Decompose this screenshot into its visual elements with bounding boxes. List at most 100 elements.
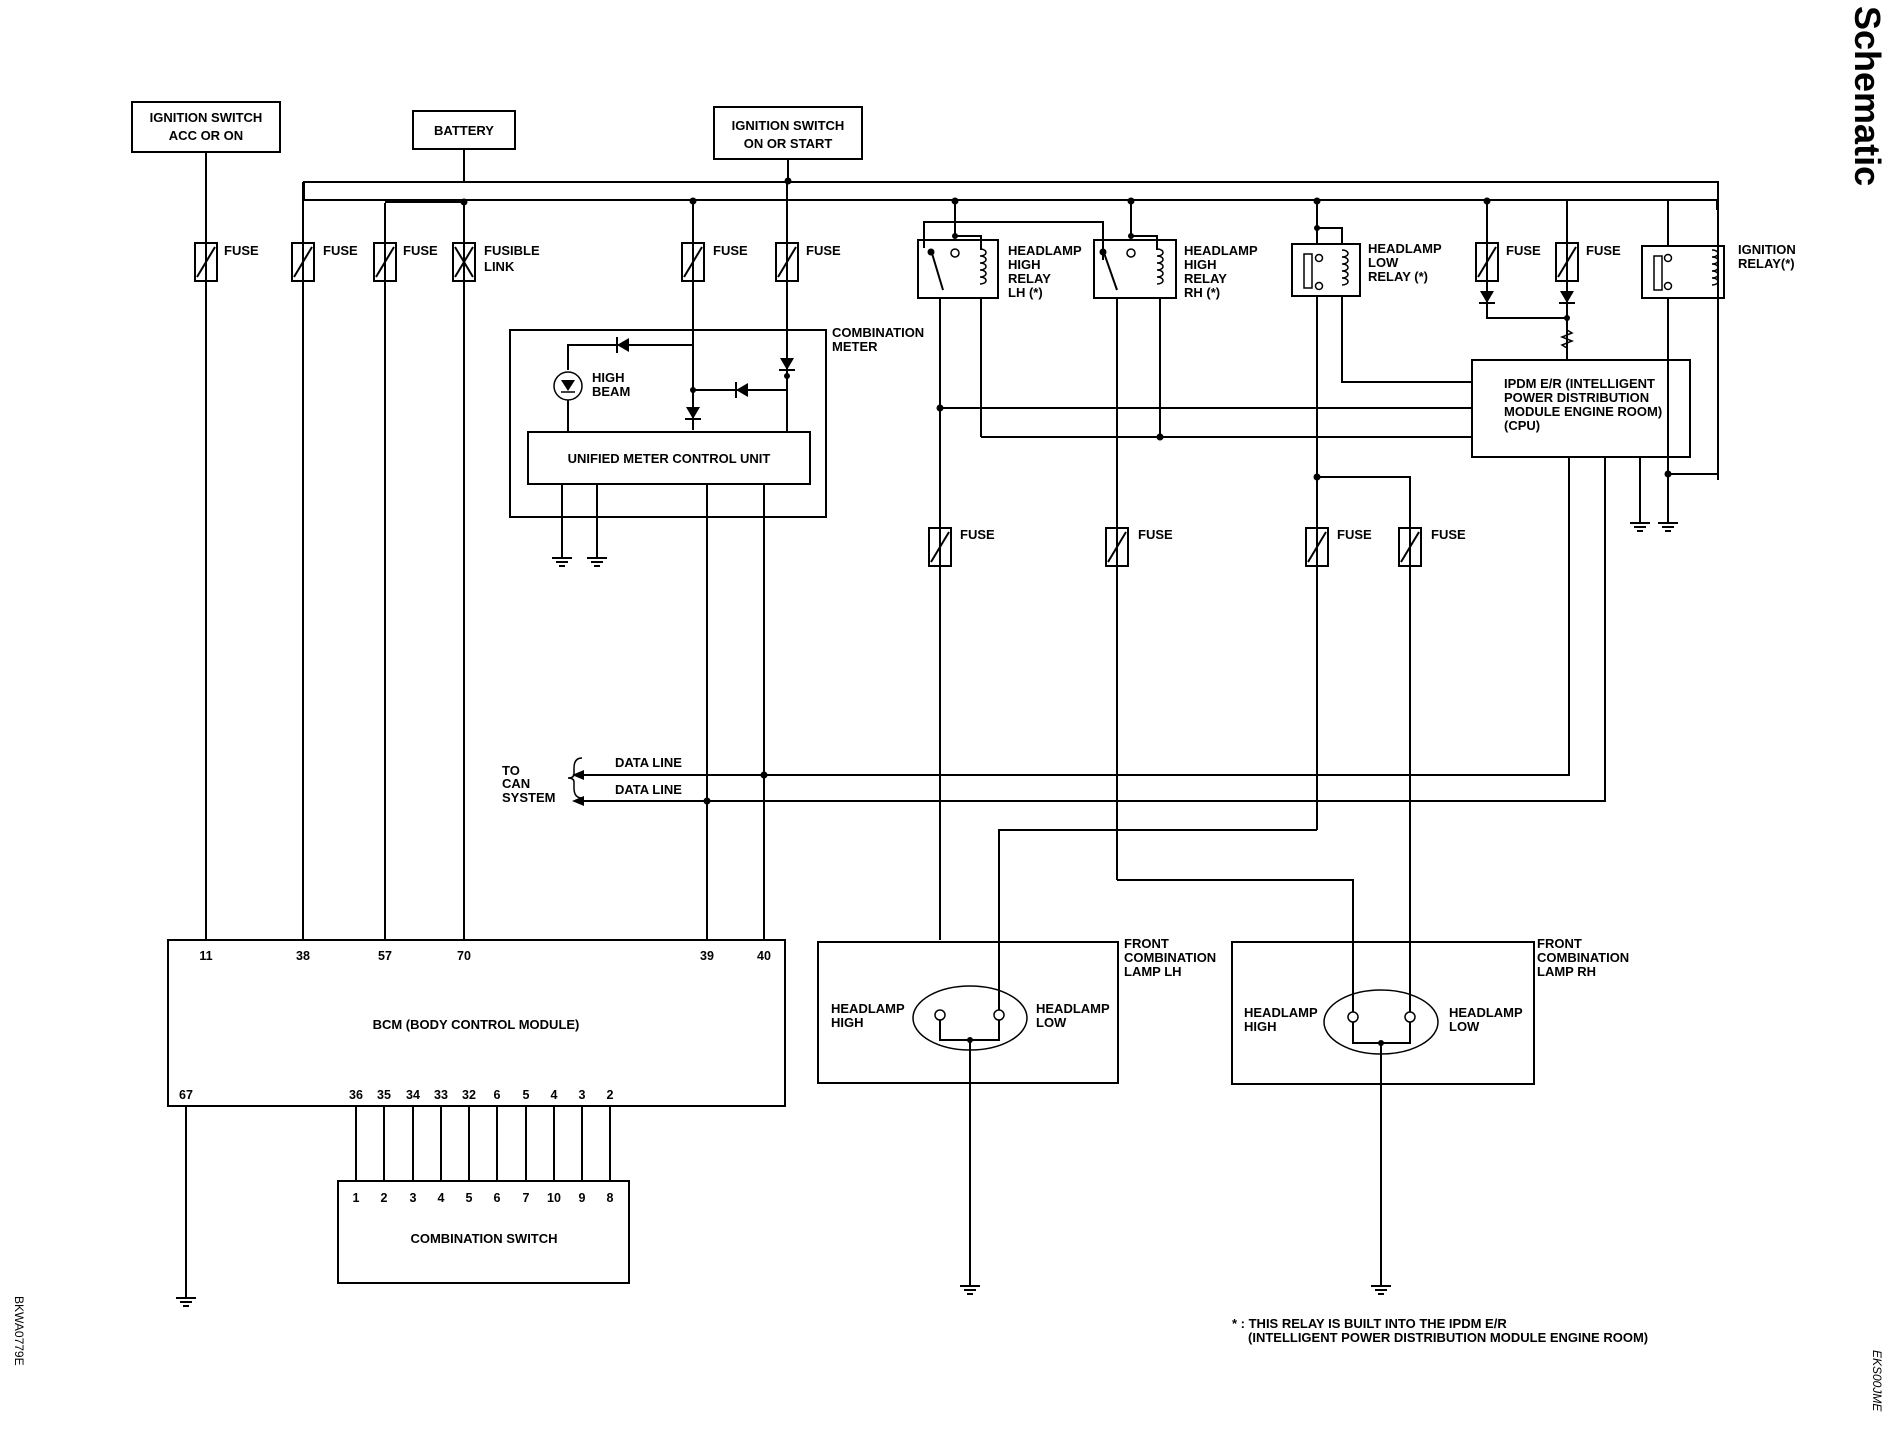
switch-pin: 6 [494, 1191, 501, 1205]
svg-text:DATA LINE: DATA LINE [615, 782, 682, 797]
svg-text:FUSE: FUSE [1337, 527, 1372, 542]
svg-text:LOW: LOW [1449, 1019, 1480, 1034]
svg-text:FUSE: FUSE [323, 243, 358, 258]
lamp-fuses: FUSE FUSE FUSE FUSE [928, 527, 1466, 1012]
bcm-pin: 36 [349, 1088, 363, 1102]
svg-text:HEADLAMP: HEADLAMP [831, 1001, 905, 1016]
svg-text:FRONT: FRONT [1124, 936, 1169, 951]
svg-text:RELAY(*): RELAY(*) [1738, 256, 1795, 271]
svg-text:METER: METER [832, 339, 878, 354]
bcm-pin: 70 [457, 949, 471, 963]
svg-text:LAMP LH: LAMP LH [1124, 964, 1182, 979]
front-combination-lamp-lh: FRONT COMBINATION LAMP LH HEADLAMP HIGH … [817, 936, 1216, 1295]
ignition-relay: IGNITION RELAY(*) [1629, 201, 1796, 532]
svg-text:IGNITION SWITCH: IGNITION SWITCH [150, 110, 263, 125]
combination-switch-box: COMBINATION SWITCH 1 2 3 4 5 6 7 10 9 8 [337, 1180, 630, 1284]
footnote: * : THIS RELAY IS BUILT INTO THE IPDM E/… [1232, 1316, 1648, 1345]
bcm-pin: 34 [406, 1088, 420, 1102]
headlamp-high-relay-lh: HEADLAMP HIGH RELAY LH (*) [917, 197, 1472, 940]
svg-text:POWER DISTRIBUTION: POWER DISTRIBUTION [1504, 390, 1649, 405]
svg-text:FUSE: FUSE [403, 243, 438, 258]
fuse-meter-2: FUSE [775, 182, 841, 430]
bcm-pin: 39 [700, 949, 714, 963]
switch-pin: 4 [438, 1191, 445, 1205]
bcm-pin: 57 [378, 949, 392, 963]
combination-meter: COMBINATION METER HIGH BEAM UNIFIED METE… [509, 325, 924, 940]
bcm-pin: 67 [179, 1088, 193, 1102]
svg-text:HEADLAMP: HEADLAMP [1368, 241, 1442, 256]
svg-text:HEADLAMP: HEADLAMP [1036, 1001, 1110, 1016]
figure-code-right: EKS00JME [1870, 1350, 1884, 1412]
can-system-label: TO CAN SYSTEM DATA LINE DATA LINE [502, 755, 682, 805]
bcm-pin: 3 [579, 1088, 586, 1102]
fuse-ign-acc: FUSE [194, 242, 259, 282]
ipdm-fuses: FUSE FUSE [1475, 197, 1621, 360]
svg-text:FUSE: FUSE [960, 527, 995, 542]
svg-text:BCM (BODY CONTROL MODULE): BCM (BODY CONTROL MODULE) [373, 1017, 580, 1032]
bcm-pin: 6 [494, 1088, 501, 1102]
svg-text:FUSE: FUSE [1138, 527, 1173, 542]
headlamp-low-relay: HEADLAMP LOW RELAY (*) [1291, 197, 1472, 830]
switch-pin: 1 [353, 1191, 360, 1205]
svg-text:RH (*): RH (*) [1184, 285, 1220, 300]
svg-text:DATA LINE: DATA LINE [615, 755, 682, 770]
svg-text:HIGH: HIGH [831, 1015, 864, 1030]
svg-text:UNIFIED METER CONTROL UNIT: UNIFIED METER CONTROL UNIT [568, 451, 771, 466]
bcm-pin: 38 [296, 949, 310, 963]
bcm-pin: 2 [607, 1088, 614, 1102]
switch-pin: 8 [607, 1191, 614, 1205]
svg-text:FRONT: FRONT [1537, 936, 1582, 951]
svg-text:HIGH: HIGH [1184, 257, 1217, 272]
svg-text:FUSE: FUSE [806, 243, 841, 258]
section-title: Schematic [1847, 6, 1888, 187]
svg-text:LOW: LOW [1368, 255, 1399, 270]
headlamp-high-relay-rh: HEADLAMP HIGH RELAY RH (*) [1093, 197, 1258, 880]
ignition-switch-start-box: IGNITION SWITCH ON OR START [713, 106, 863, 160]
svg-text:(CPU): (CPU) [1504, 418, 1540, 433]
svg-text:COMBINATION: COMBINATION [1124, 950, 1216, 965]
bcm-pin: 11 [199, 949, 212, 963]
svg-text:LAMP RH: LAMP RH [1537, 964, 1596, 979]
figure-code-left: BKWA0779E [12, 1296, 26, 1366]
switch-pin: 5 [466, 1191, 473, 1205]
svg-text:HEADLAMP: HEADLAMP [1449, 1005, 1523, 1020]
svg-text:HEADLAMP: HEADLAMP [1244, 1005, 1318, 1020]
fuse-57: FUSE [373, 198, 468, 940]
bcm-pin: 35 [377, 1088, 391, 1102]
svg-text:ACC OR ON: ACC OR ON [169, 128, 243, 143]
svg-text:TO: TO [502, 763, 520, 778]
svg-text:SYSTEM: SYSTEM [502, 790, 555, 805]
svg-text:ON OR START: ON OR START [744, 136, 833, 151]
svg-text:LH (*): LH (*) [1008, 285, 1043, 300]
svg-text:FUSIBLE: FUSIBLE [484, 243, 540, 258]
svg-text:IGNITION SWITCH: IGNITION SWITCH [732, 118, 845, 133]
svg-text:BEAM: BEAM [592, 384, 630, 399]
switch-pin: 3 [410, 1191, 417, 1205]
svg-text:COMBINATION: COMBINATION [832, 325, 924, 340]
svg-text:IPDM E/R (INTELLIGENT: IPDM E/R (INTELLIGENT [1504, 376, 1655, 391]
svg-text:CAN: CAN [502, 776, 530, 791]
svg-text:FUSE: FUSE [1431, 527, 1466, 542]
switch-pin: 7 [523, 1191, 530, 1205]
fuse-38: FUSE [291, 182, 358, 940]
svg-text:FUSE: FUSE [713, 243, 748, 258]
switch-pin: 9 [579, 1191, 586, 1205]
bcm-pin: 40 [757, 949, 771, 963]
bcm-pin: 33 [434, 1088, 448, 1102]
ignition-switch-acc-box: IGNITION SWITCH ACC OR ON [131, 101, 281, 153]
svg-text:COMBINATION SWITCH: COMBINATION SWITCH [410, 1231, 557, 1246]
svg-text:HEADLAMP: HEADLAMP [1184, 243, 1258, 258]
ipdm-er-box: IPDM E/R (INTELLIGENT POWER DISTRIBUTION… [572, 359, 1691, 806]
switch-pin: 2 [381, 1191, 388, 1205]
svg-text:LINK: LINK [484, 259, 515, 274]
bus-wires [205, 149, 1719, 940]
svg-text:IGNITION: IGNITION [1738, 242, 1796, 257]
svg-text:LOW: LOW [1036, 1015, 1067, 1030]
svg-text:RELAY: RELAY [1008, 271, 1051, 286]
fuse-meter-1: FUSE [681, 197, 748, 430]
svg-text:FUSE: FUSE [224, 243, 259, 258]
svg-text:BATTERY: BATTERY [434, 123, 494, 138]
svg-text:RELAY: RELAY [1184, 271, 1227, 286]
bcm-pin: 4 [551, 1088, 558, 1102]
